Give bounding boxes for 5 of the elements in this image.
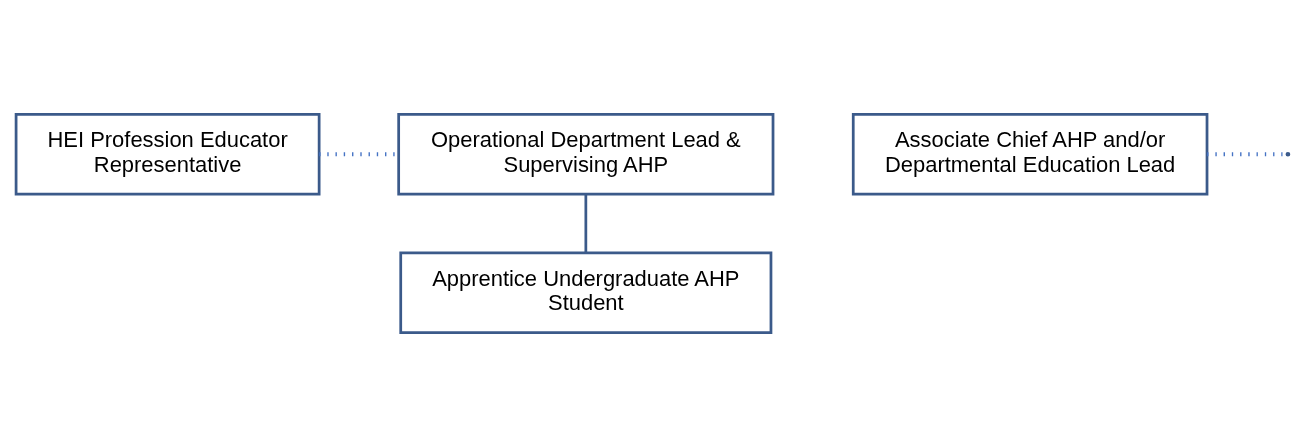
- node-box: HEI Profession Educator Representative: [14, 112, 321, 195]
- node-box: Operational Department Lead & Supervising AHP: [397, 112, 775, 195]
- node-box: Apprentice Undergraduate AHP Student: [399, 251, 773, 334]
- node-box: Associate Chief AHP and/or Departmental Education Lead: [851, 112, 1209, 195]
- connector: [584, 193, 588, 253]
